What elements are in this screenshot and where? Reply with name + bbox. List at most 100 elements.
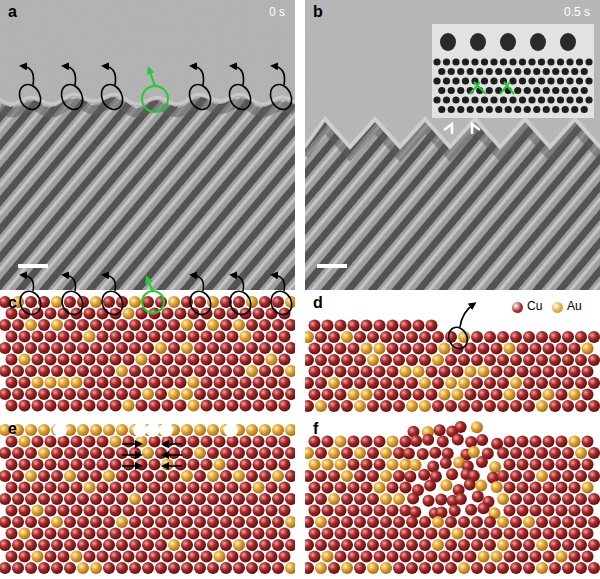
arrow bbox=[122, 443, 140, 445]
cu-atom bbox=[12, 516, 24, 528]
panel-letter: a bbox=[8, 3, 17, 21]
au-atom bbox=[458, 377, 470, 389]
au-atom bbox=[25, 424, 37, 436]
cu-atom bbox=[246, 342, 258, 354]
cu-atom bbox=[175, 377, 187, 389]
time-stamp: 0 s bbox=[269, 6, 285, 19]
cu-atom bbox=[214, 400, 226, 412]
cu-atom bbox=[445, 562, 457, 574]
au-atom bbox=[380, 562, 392, 574]
cu-atom bbox=[549, 377, 561, 389]
cu-atom bbox=[207, 539, 219, 551]
cu-atom bbox=[162, 482, 174, 494]
inset-dot bbox=[481, 58, 488, 65]
cu-atom bbox=[424, 480, 436, 492]
cu-atom bbox=[149, 528, 161, 540]
arrow bbox=[122, 465, 140, 467]
cu-atom bbox=[348, 366, 360, 378]
cu-atom bbox=[253, 528, 265, 540]
cu-atom bbox=[6, 528, 18, 540]
vacancy bbox=[133, 423, 147, 437]
cu-atom bbox=[530, 482, 542, 494]
cu-atom bbox=[367, 539, 379, 551]
cu-atom bbox=[549, 562, 561, 574]
cu-atom bbox=[136, 505, 148, 517]
panel-letter: c bbox=[8, 294, 17, 312]
cu-atom bbox=[279, 377, 291, 389]
cu-atom bbox=[149, 377, 161, 389]
cu-atom bbox=[71, 528, 83, 540]
cu-atom bbox=[32, 528, 44, 540]
cu-atom bbox=[322, 343, 334, 355]
cu-atom bbox=[354, 377, 366, 389]
cu-atom bbox=[6, 377, 18, 389]
cu-atom bbox=[90, 365, 102, 377]
cu-atom bbox=[220, 493, 232, 505]
cu-atom bbox=[322, 436, 334, 448]
cu-atom bbox=[233, 388, 245, 400]
au-atom bbox=[285, 424, 295, 436]
au-atom bbox=[168, 296, 180, 308]
cu-atom bbox=[77, 319, 89, 331]
cu-atom bbox=[77, 470, 89, 482]
cu-atom bbox=[51, 447, 63, 459]
cu-atom bbox=[536, 377, 548, 389]
cu-atom bbox=[517, 505, 529, 517]
cu-atom bbox=[162, 551, 174, 563]
cu-atom bbox=[201, 505, 213, 517]
cu-atom bbox=[51, 539, 63, 551]
cu-atom bbox=[575, 470, 587, 482]
au-atom bbox=[315, 516, 327, 528]
inset-dot bbox=[519, 58, 526, 65]
cu-atom bbox=[387, 551, 399, 563]
cu-atom bbox=[309, 551, 321, 563]
cu-atom bbox=[367, 470, 379, 482]
cu-atom bbox=[354, 354, 366, 366]
cu-atom bbox=[341, 377, 353, 389]
cu-atom bbox=[452, 434, 464, 446]
panel bbox=[0, 0, 295, 290]
cu-atom bbox=[419, 562, 431, 574]
cu-atom bbox=[285, 539, 295, 551]
cu-atom bbox=[58, 505, 70, 517]
cu-atom bbox=[406, 516, 418, 528]
cu-atom bbox=[403, 448, 415, 460]
cu-atom bbox=[588, 470, 600, 482]
cu-atom bbox=[497, 331, 509, 343]
cu-atom bbox=[25, 516, 37, 528]
cu-atom bbox=[588, 516, 600, 528]
cu-atom bbox=[201, 459, 213, 471]
cu-atom bbox=[149, 331, 161, 343]
cu-atom bbox=[285, 493, 295, 505]
cu-atom bbox=[0, 365, 11, 377]
inset-dot bbox=[438, 87, 445, 94]
cu-atom bbox=[305, 493, 314, 505]
cu-atom bbox=[19, 482, 31, 494]
cu-atom bbox=[240, 400, 252, 412]
au-atom bbox=[471, 421, 483, 433]
cu-atom bbox=[207, 562, 219, 574]
vacancy bbox=[53, 423, 67, 437]
cu-atom bbox=[123, 505, 135, 517]
cu-atom bbox=[341, 516, 353, 528]
cu-atom bbox=[575, 400, 587, 412]
au-atom bbox=[123, 308, 135, 320]
cu-atom bbox=[367, 331, 379, 343]
cu-atom bbox=[142, 342, 154, 354]
inset-dot bbox=[514, 106, 521, 113]
cu-atom bbox=[413, 551, 425, 563]
cu-atom bbox=[123, 354, 135, 366]
legend-swatch bbox=[552, 302, 563, 313]
cu-atom bbox=[465, 528, 477, 540]
cu-atom bbox=[38, 516, 50, 528]
arrow bbox=[147, 278, 153, 292]
cu-atom bbox=[426, 320, 438, 332]
cu-atom bbox=[305, 400, 314, 412]
cu-atom bbox=[458, 539, 470, 551]
cu-atom bbox=[259, 342, 271, 354]
au-atom bbox=[162, 459, 174, 471]
cu-atom bbox=[123, 436, 135, 448]
cu-atom bbox=[175, 436, 187, 448]
cu-atom bbox=[309, 366, 321, 378]
circle-mark bbox=[15, 81, 44, 113]
